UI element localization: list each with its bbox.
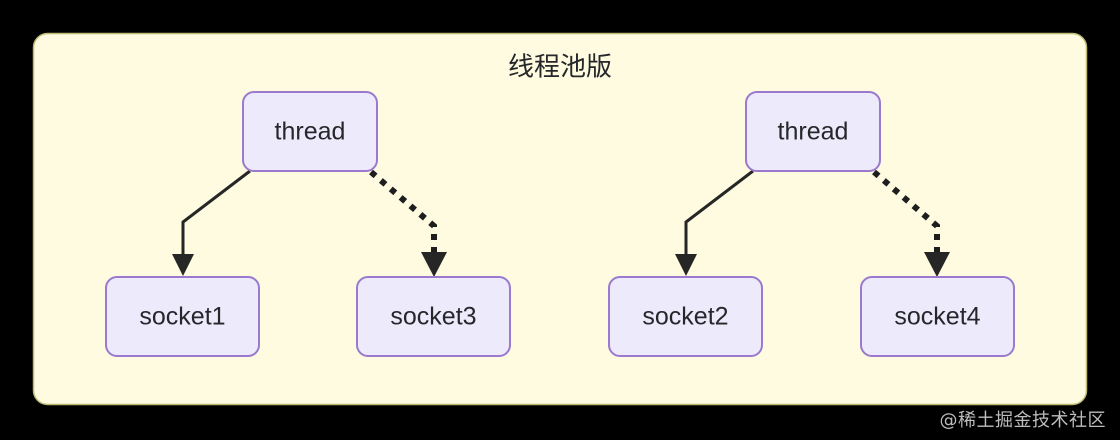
node-socket3-label: socket3 <box>390 303 476 331</box>
node-socket2[interactable]: socket2 <box>608 276 763 357</box>
node-socket4[interactable]: socket4 <box>860 276 1015 357</box>
node-thread-left-box[interactable] <box>242 91 378 172</box>
node-socket3-box[interactable] <box>356 276 511 357</box>
edge-thread-right-to-socket2 <box>684 169 754 266</box>
arrowhead-socket2 <box>675 254 697 276</box>
edge-thread-left-to-socket3 <box>369 169 437 262</box>
node-thread-right-box[interactable] <box>745 91 881 172</box>
node-thread-right-label: thread <box>778 118 849 146</box>
arrowhead-socket1 <box>172 254 194 276</box>
node-socket4-box[interactable] <box>860 276 1015 357</box>
node-thread-left[interactable]: thread <box>242 91 378 172</box>
node-socket1-box[interactable] <box>105 276 260 357</box>
node-socket4-label: socket4 <box>894 303 980 331</box>
node-socket1[interactable]: socket1 <box>105 276 260 357</box>
watermark: @稀土掘金技术社区 <box>939 410 1106 431</box>
node-socket1-label: socket1 <box>139 303 225 331</box>
edge-thread-left-to-socket1 <box>181 169 251 266</box>
arrowhead-socket3 <box>421 252 447 277</box>
node-socket2-label: socket2 <box>642 303 728 331</box>
edge-thread-right-to-socket4 <box>872 169 940 262</box>
node-socket3[interactable]: socket3 <box>356 276 511 357</box>
node-thread-left-label: thread <box>275 118 346 146</box>
node-thread-right[interactable]: thread <box>745 91 881 172</box>
node-socket2-box[interactable] <box>608 276 763 357</box>
arrowhead-socket4 <box>924 252 950 277</box>
panel-title: 线程池版 <box>508 53 612 83</box>
